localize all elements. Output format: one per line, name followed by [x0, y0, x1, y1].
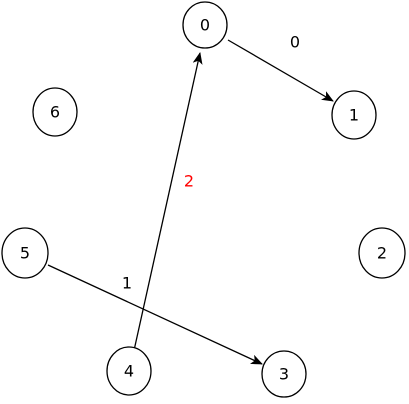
edges-layer: 0 1 2	[47, 33, 334, 365]
edge-4-to-0	[132, 52, 203, 356]
edge-0-to-1	[227, 39, 334, 102]
node-circle-3	[261, 350, 307, 398]
node-1: 1	[331, 90, 377, 140]
node-label-6: 6	[50, 103, 60, 122]
node-circle-1	[331, 90, 377, 140]
node-label-1: 1	[349, 106, 359, 125]
node-2: 2	[358, 227, 406, 279]
node-5: 5	[1, 227, 49, 279]
node-circle-2	[358, 227, 406, 279]
node-label-3: 3	[279, 365, 289, 384]
node-circle-4	[106, 346, 152, 396]
node-0: 0	[182, 1, 228, 49]
edge-5-to-3	[47, 264, 263, 365]
node-label-4: 4	[124, 362, 134, 381]
node-6: 6	[32, 87, 78, 137]
edge-label-5-to-3: 1	[122, 274, 132, 293]
node-3: 3	[261, 350, 307, 398]
node-label-5: 5	[20, 244, 30, 263]
edge-label-4-to-0: 2	[184, 172, 194, 191]
node-circle-5	[1, 227, 49, 279]
node-label-0: 0	[200, 16, 210, 35]
nodes-layer: 0 1 2 3 4 5 6	[1, 1, 406, 398]
edge-label-0-to-1: 0	[290, 33, 300, 52]
node-circle-0	[182, 1, 228, 49]
node-circle-6	[32, 87, 78, 137]
node-label-2: 2	[377, 244, 387, 263]
node-4: 4	[106, 346, 152, 396]
